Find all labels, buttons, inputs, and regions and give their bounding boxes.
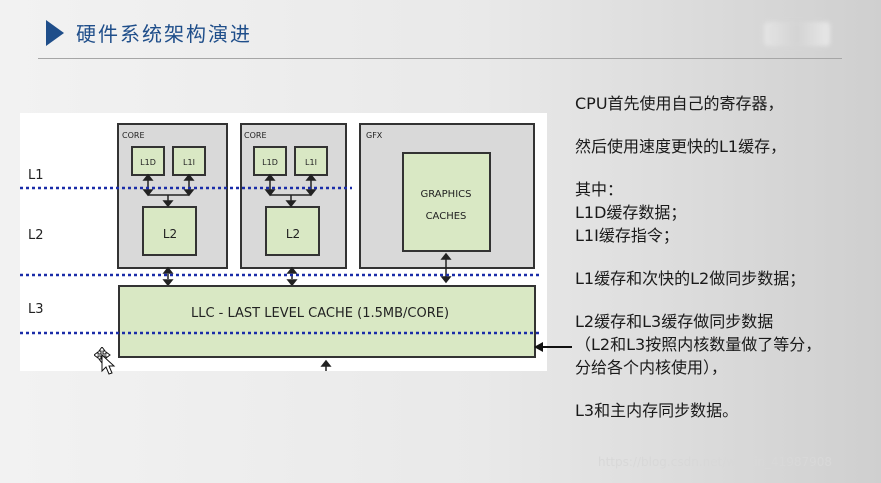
core-2-l1d-label: L1D: [262, 158, 278, 167]
level-label-l1: L1: [28, 168, 44, 183]
slide-header: 硬件系统架构演进: [0, 0, 881, 62]
core-1-l1d-label: L1D: [140, 158, 156, 167]
graphics-caches-line2: CACHES: [426, 211, 467, 222]
watermark-url: https://blog.csdn.net/weixin_41987908: [598, 455, 833, 469]
core-1-l2-cache: [142, 206, 197, 256]
core-1-arrows: [142, 173, 195, 287]
graphics-caches-box: [402, 152, 491, 252]
blurred-logo: [764, 22, 830, 46]
pointer-arrow-icon: [534, 342, 572, 352]
core-2-arrows: [264, 173, 317, 287]
note-line-1: CPU首先使用自己的寄存器，: [575, 94, 784, 113]
level-label-l3: L3: [28, 302, 44, 317]
note-line-9: 分给各个内核使用），: [575, 358, 728, 377]
llc-memory-arrow: [320, 359, 332, 371]
move-cursor-icon: [94, 347, 116, 375]
core-2-l1i-cache: [294, 146, 328, 176]
header-divider: [38, 58, 842, 59]
llc-label: LLC - LAST LEVEL CACHE (1.5MB/CORE): [191, 306, 449, 321]
core-1-label: CORE: [122, 131, 145, 140]
triangle-marker-icon: [46, 20, 64, 46]
note-line-5: L1I缓存指令；: [575, 226, 679, 245]
core-2-l1i-label: L1I: [305, 158, 317, 167]
core-2-label: CORE: [244, 131, 267, 140]
note-line-2: 然后使用速度更快的L1缓存，: [575, 137, 787, 156]
core-2-l2-cache: [265, 206, 320, 256]
gfx-label: GFX: [366, 131, 383, 140]
note-line-6: L1缓存和次快的L2做同步数据；: [575, 269, 806, 288]
slide-title: 硬件系统架构演进: [76, 22, 252, 46]
graphics-caches-line1: GRAPHICS: [421, 189, 472, 200]
level-label-l2: L2: [28, 228, 44, 243]
core-2-l2-label: L2: [286, 227, 300, 241]
note-line-4: L1D缓存数据；: [575, 203, 687, 222]
core-1-l1i-label: L1I: [183, 158, 195, 167]
note-line-7: L2缓存和L3缓存做同步数据: [575, 312, 774, 331]
diagram-canvas: L1 L2 L3 CORE L1D L1I L2 CORE L1D L1I: [20, 123, 540, 371]
note-line-10: L3和主内存同步数据。: [575, 401, 739, 420]
cache-hierarchy-diagram: L1 L2 L3 CORE L1D L1I L2 CORE L1D L1I: [20, 113, 547, 371]
llc-cache-box: [118, 285, 536, 358]
note-line-3: 其中：: [575, 180, 624, 199]
core-1-l2-label: L2: [163, 227, 177, 241]
note-line-8: （L2和L3按照内核数量做了等分，: [575, 335, 822, 354]
notes-panel: CPU首先使用自己的寄存器， 然后使用速度更快的L1缓存， 其中： L1D缓存数…: [575, 92, 875, 422]
